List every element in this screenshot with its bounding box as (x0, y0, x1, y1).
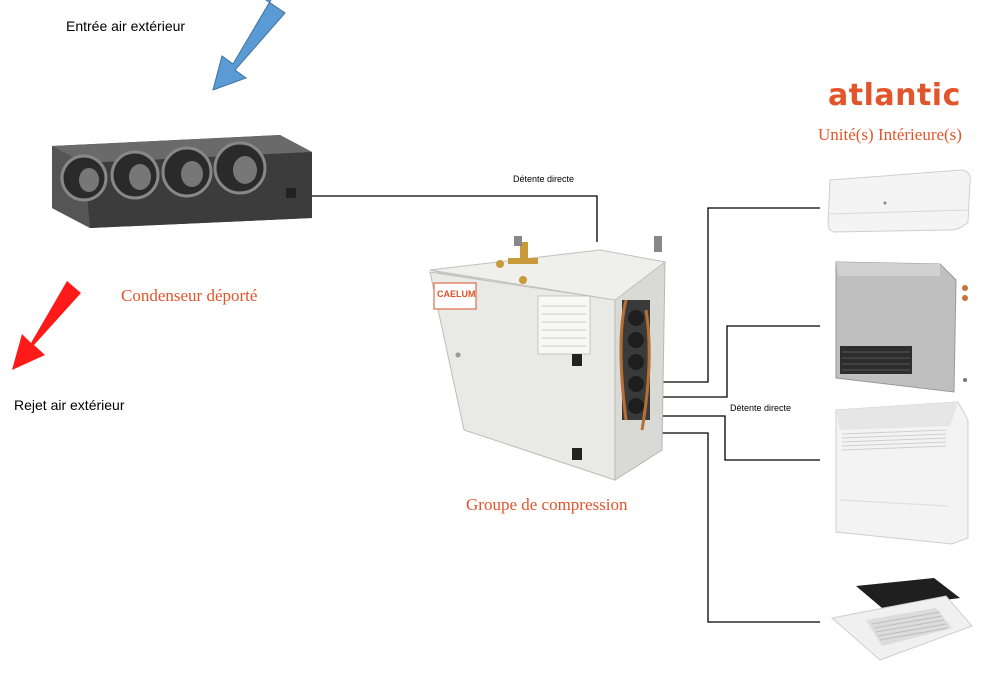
compressor-unit (429, 236, 667, 481)
indoor-unit-wall (827, 169, 971, 233)
condenser-label: Condenseur déporté (121, 286, 258, 305)
indoor-unit-ducted (835, 261, 968, 393)
air-in-label: Entrée air extérieur (66, 18, 186, 34)
indoor-unit-console (835, 401, 969, 545)
air-in-arrow-icon (212, 0, 286, 91)
brand-logo: atlantic (828, 78, 961, 113)
detente-right-label: Détente directe (730, 403, 792, 413)
condenser-unit (52, 135, 312, 228)
air-out-arrow-icon (12, 281, 81, 370)
indoor-unit-cassette (830, 578, 973, 661)
refrigerant-lines (312, 195, 820, 623)
compressor-brand-plate: CAELUM (437, 289, 476, 299)
indoor-units-label: Unité(s) Intérieure(s) (818, 125, 962, 144)
compressor-label: Groupe de compression (466, 495, 628, 514)
detente-top-label: Détente directe (513, 174, 575, 184)
air-out-label: Rejet air extérieur (14, 397, 125, 413)
